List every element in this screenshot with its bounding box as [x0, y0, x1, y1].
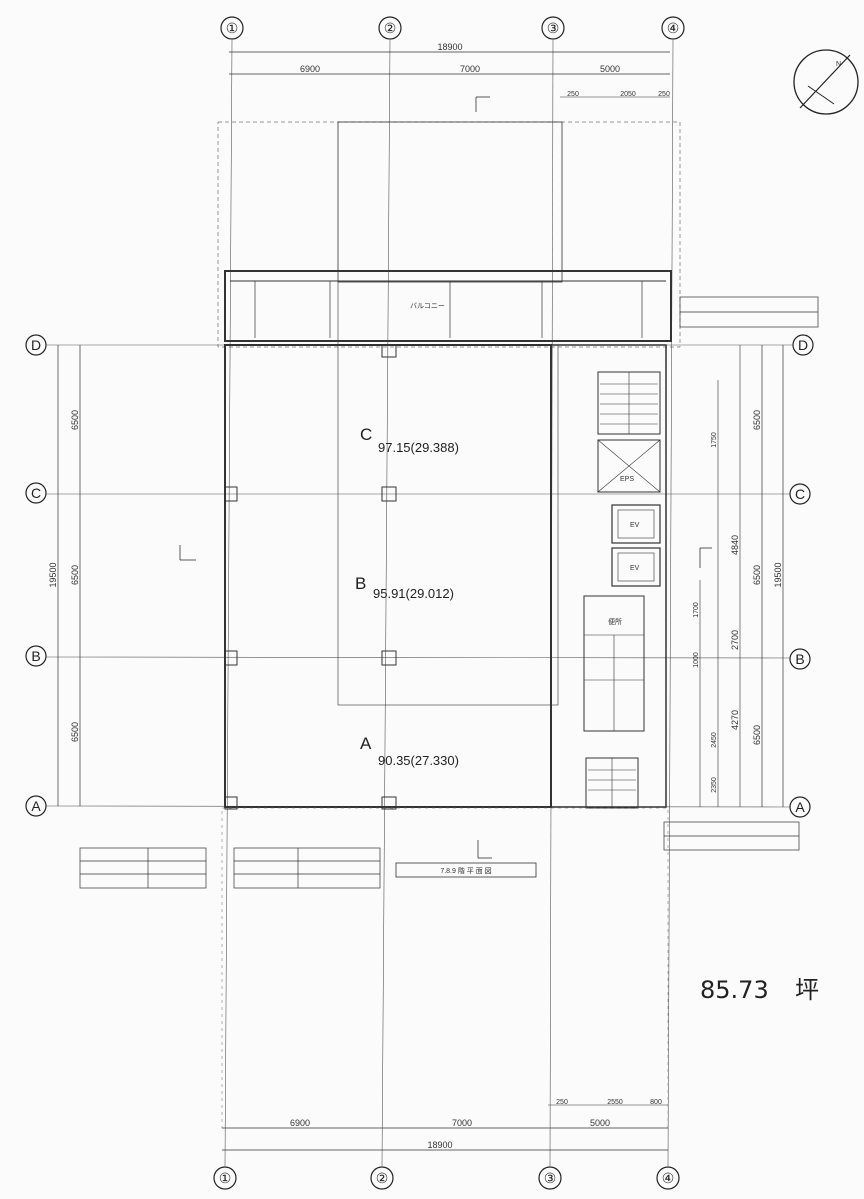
north-arrow: N: [793, 49, 859, 115]
grid-col-3-top: ③: [547, 20, 560, 36]
dim-core-bottom-3: 800: [650, 1099, 662, 1106]
section-markers: [179, 96, 712, 859]
row-grid-left: D C B A: [25, 334, 47, 817]
handwritten-area-unit: 坪: [795, 976, 819, 1004]
grid-row-a-left: A: [31, 798, 41, 814]
ev-label-2: EV: [630, 565, 640, 572]
dim-right-9: 2350: [711, 777, 718, 793]
grid-row-b-right: B: [795, 651, 804, 667]
right-dimensions: 19500 6500 6500 6500 4840 2700 4270 1750…: [693, 345, 784, 807]
dim-row-bay-2: 6500: [70, 565, 80, 585]
grid-col-4-top: ④: [667, 20, 680, 36]
dim-bay-3-bottom: 5000: [590, 1118, 610, 1128]
dim-bay-1-bottom: 6900: [290, 1118, 310, 1128]
dim-row-bay-3: 6500: [70, 722, 80, 742]
plan-title: 7.8.9 階 平 面 図: [440, 866, 491, 875]
grid-row-b-left: B: [31, 648, 40, 664]
north-mark-label: N: [836, 61, 841, 68]
dim-core-bottom-2: 2550: [607, 1099, 623, 1106]
dim-right-7: 1750: [711, 432, 718, 448]
zone-c-area: 97.15(29.388): [378, 440, 459, 455]
grid-col-1-bottom: ①: [219, 1170, 232, 1186]
row-grid-right: D C B A: [789, 334, 814, 818]
zone-a: A 90.35(27.330): [360, 734, 459, 768]
dim-table-bottom-right: [663, 821, 800, 851]
zone-b: B 95.91(29.012): [355, 574, 454, 601]
dim-right-10: 1000: [693, 652, 700, 668]
dim-total-depth-left: 19500: [48, 562, 58, 587]
dim-right-5: 2700: [730, 630, 740, 650]
handwritten-area-value: 85.73: [700, 976, 769, 1004]
dim-bay-2-bottom: 7000: [452, 1118, 472, 1128]
column-grid-top: ① ② ③ ④: [220, 16, 685, 40]
dim-right-2: 6500: [752, 565, 762, 585]
structural-columns: [224, 344, 397, 810]
dim-right-3: 6500: [752, 725, 762, 745]
zone-c: C 97.15(29.388): [360, 425, 459, 455]
dim-core-top-3: 250: [658, 91, 670, 98]
dim-core-top-2: 2050: [620, 91, 636, 98]
grid-col-3-bottom: ③: [544, 1170, 557, 1186]
dim-right-1: 6500: [752, 410, 762, 430]
grid-lines: [45, 39, 793, 1167]
dim-table-top-right: [679, 296, 819, 328]
zone-b-letter: B: [355, 574, 366, 593]
bottom-dimensions: 6900 7000 5000 18900 250 2550 800: [222, 1099, 668, 1151]
zone-a-area: 90.35(27.330): [378, 753, 459, 768]
zone-c-letter: C: [360, 425, 372, 444]
eps-label: EPS: [620, 476, 634, 483]
balcony-label: バルコニー: [410, 302, 445, 310]
grid-row-c-left: C: [31, 485, 41, 501]
grid-row-c-right: C: [795, 486, 805, 502]
zone-b-area: 95.91(29.012): [373, 586, 454, 601]
grid-row-d-left: D: [31, 337, 41, 353]
grid-col-2-top: ②: [384, 20, 397, 36]
dim-right-4: 4840: [730, 535, 740, 555]
dim-right-11: 1700: [693, 602, 700, 618]
area-summary-table-left: [79, 847, 207, 889]
dim-total-depth-right: 19500: [773, 562, 783, 587]
ev-label-1: EV: [630, 522, 640, 529]
grid-row-a-right: A: [795, 799, 805, 815]
grid-col-2-bottom: ②: [376, 1170, 389, 1186]
zone-a-letter: A: [360, 734, 372, 753]
dim-bay-1-top: 6900: [300, 64, 320, 74]
grid-col-4-bottom: ④: [662, 1170, 675, 1186]
core-area: [550, 344, 667, 809]
dim-core-top-1: 250: [567, 91, 579, 98]
main-floor-outline: [224, 282, 559, 808]
column-grid-bottom: ① ② ③ ④: [213, 1166, 680, 1190]
left-dimensions: 19500 6500 6500 6500: [48, 345, 81, 806]
dim-bay-3-top: 5000: [600, 64, 620, 74]
dim-row-bay-1: 6500: [70, 410, 80, 430]
area-summary-table-right: [233, 847, 381, 889]
dim-right-8: 2450: [711, 732, 718, 748]
top-dimensions: 18900 6900 7000 5000 250 2050 250: [229, 42, 670, 98]
dim-bay-2-top: 7000: [460, 64, 480, 74]
toilet-label: 便所: [608, 617, 622, 626]
dim-core-bottom-1: 250: [556, 1099, 568, 1106]
dim-total-width-top: 18900: [437, 42, 462, 52]
grid-row-d-right: D: [798, 337, 808, 353]
dim-right-6: 4270: [730, 710, 740, 730]
dim-total-width-bottom: 18900: [427, 1140, 452, 1150]
grid-col-1-top: ①: [226, 20, 239, 36]
upper-structure: [217, 121, 681, 348]
